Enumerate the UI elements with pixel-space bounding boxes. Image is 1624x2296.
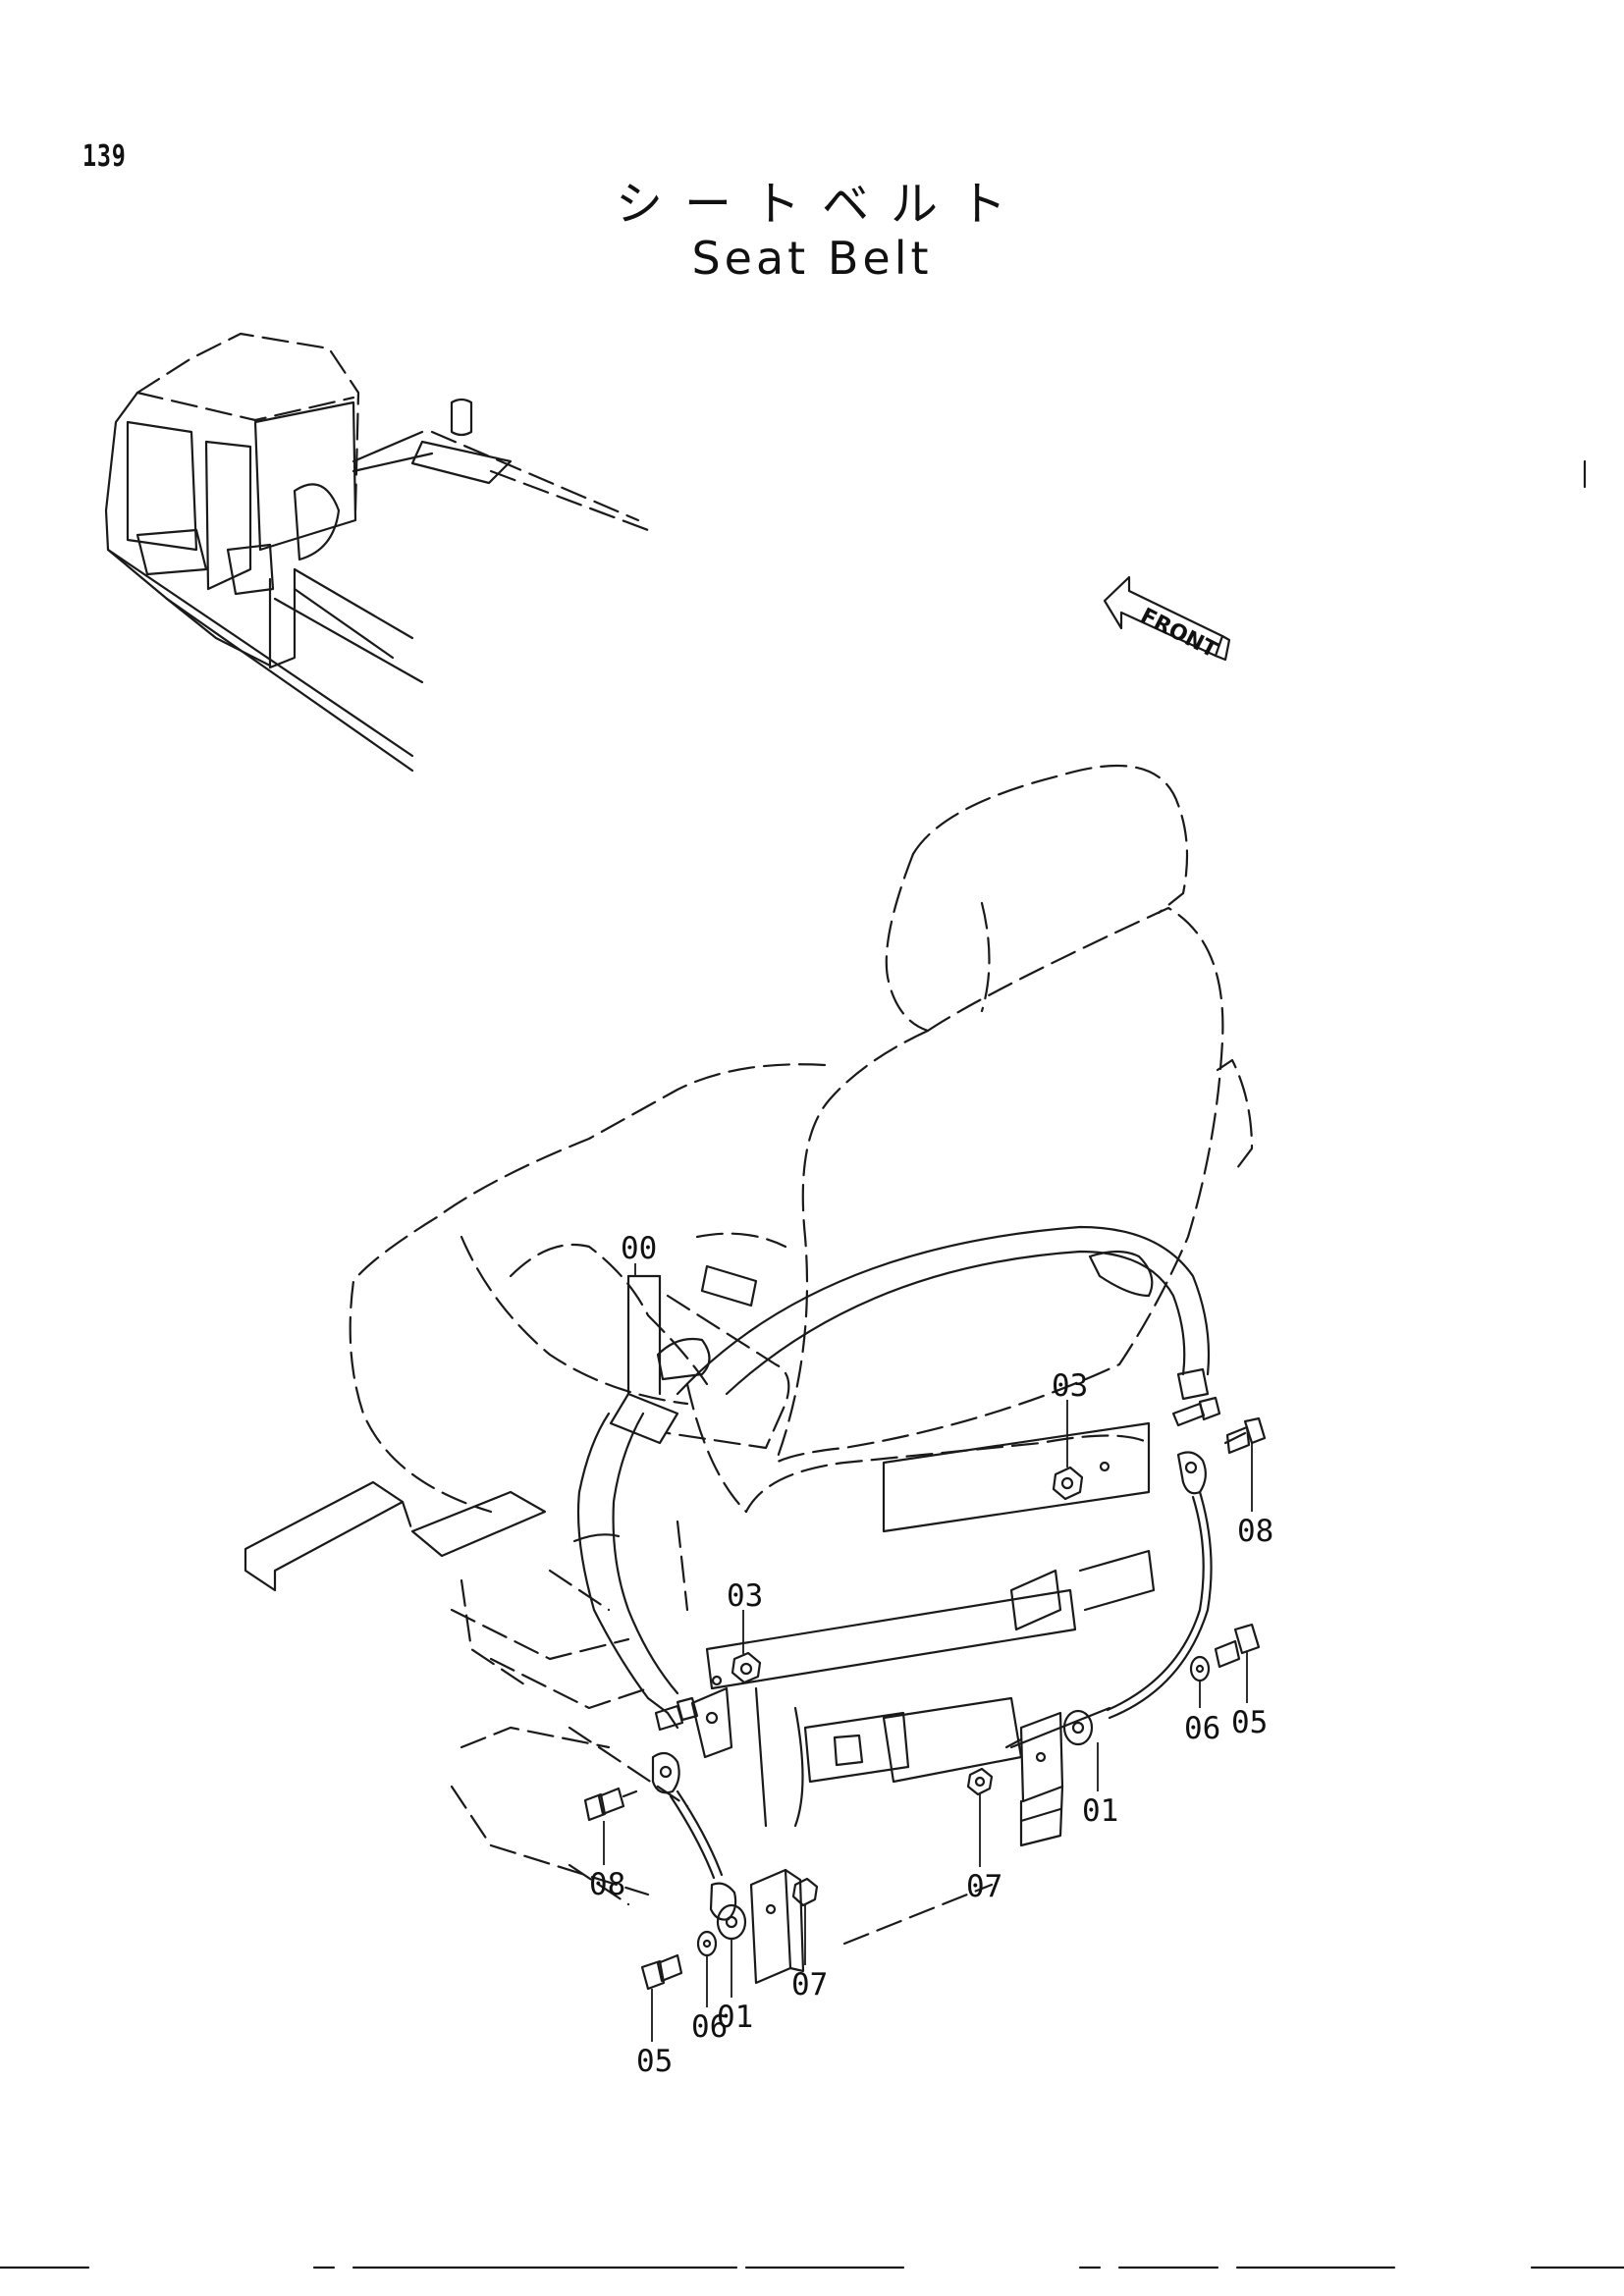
callout-01-left: 01 — [717, 2000, 753, 2035]
page-title-english: Seat Belt — [691, 232, 933, 285]
callout-leaders — [603, 1263, 1253, 2042]
callout-03-left: 03 — [727, 1578, 763, 1614]
page-number: 139 — [82, 139, 127, 174]
callout-05-right: 05 — [1231, 1705, 1268, 1740]
front-direction-arrow: FRONT — [1103, 575, 1231, 664]
parts-hardware — [568, 1396, 1267, 1991]
callout-08-right: 08 — [1237, 1514, 1273, 1549]
cab-location-inset — [104, 332, 650, 773]
callout-06-left: 06 — [691, 2009, 728, 2045]
callout-05-left: 05 — [636, 2044, 673, 2079]
front-label: FRONT — [1136, 604, 1220, 663]
page-title-japanese: シートベルト — [615, 177, 1028, 232]
callout-06-right: 06 — [1184, 1711, 1220, 1746]
callout-labels: 00 03 08 03 05 06 01 07 08 07 01 06 05 — [589, 1231, 1273, 2079]
callout-00: 00 — [621, 1231, 657, 1266]
callout-01-right: 01 — [1082, 1793, 1118, 1829]
operator-seat — [244, 764, 1254, 1896]
callout-07-center: 07 — [966, 1869, 1002, 1904]
callout-08-left: 08 — [589, 1867, 625, 1902]
callout-07-left: 07 — [791, 1967, 828, 2002]
callout-03-right: 03 — [1052, 1368, 1088, 1404]
